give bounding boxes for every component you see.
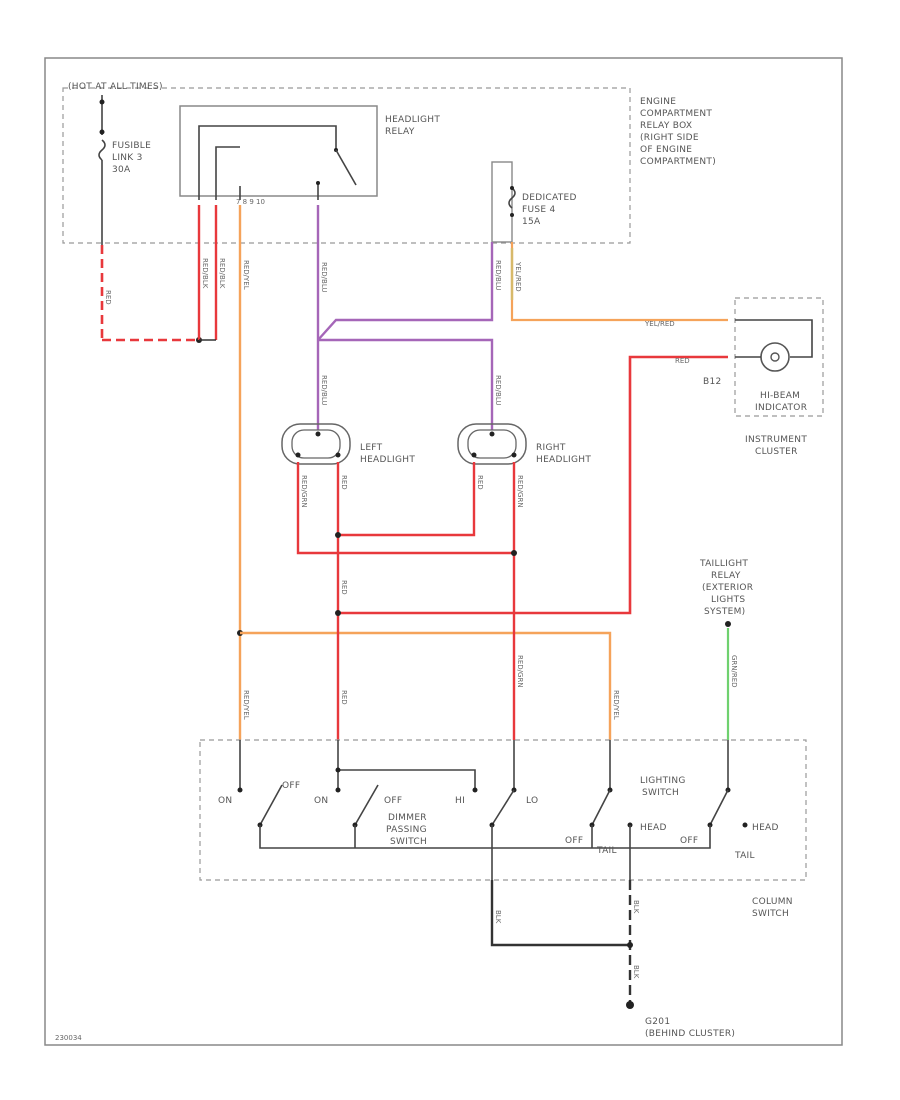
switch-hi: HI xyxy=(455,796,465,806)
hi-beam-label-2: INDICATOR xyxy=(755,403,807,413)
taillight-relay-label-1: TAILLIGHT xyxy=(699,559,748,569)
switch-lo: LO xyxy=(526,796,538,806)
right-headlight-label-1: RIGHT xyxy=(536,443,566,453)
dedicated-fuse-label-1: DEDICATED xyxy=(522,193,577,203)
switch-head-2: HEAD xyxy=(752,823,779,833)
hot-at-all-times-label: (HOT AT ALL TIMES) xyxy=(68,82,163,92)
dedicated-fuse-label-2: FUSE 4 xyxy=(522,205,556,215)
wire-label-red-cluster: RED xyxy=(675,357,690,365)
wire-label-tan: YEL/RED xyxy=(514,261,522,292)
dedicated-fuse-label-3: 15A xyxy=(522,217,541,227)
hi-beam-indicator-lamp xyxy=(760,342,790,372)
wire-red-left-low xyxy=(296,462,514,555)
connector-b12: B12 xyxy=(703,377,722,387)
switch-on-1: ON xyxy=(218,796,232,806)
wire-label-red-relay-2: RED/BLK xyxy=(218,258,226,289)
fusible-link-label-2: LINK 3 xyxy=(112,153,143,163)
figure-id: 230034 xyxy=(55,1034,82,1042)
wire-label-red-mid: RED xyxy=(340,580,348,595)
wire-label-orange-right: RED/YEL xyxy=(612,690,620,720)
fusible-link-label-1: FUSIBLE xyxy=(112,141,151,151)
headlight-relay-label-2: RELAY xyxy=(385,127,415,137)
column-switch-label-2: SWITCH xyxy=(752,909,789,919)
switch-off-1: OFF xyxy=(282,781,300,791)
switch-head-1: HEAD xyxy=(640,823,667,833)
wire-label-red-grn-lower: RED/GRN xyxy=(516,655,524,688)
wire-label-purple-right: RED/BLU xyxy=(494,375,502,406)
wire-tan-fuse xyxy=(510,242,728,322)
engine-compartment-label-3: RELAY BOX xyxy=(640,121,692,131)
switch-tail-1: TAIL xyxy=(596,846,617,856)
instrument-cluster-label-1: INSTRUMENT xyxy=(745,435,807,445)
wire-label-left-low: RED/GRN xyxy=(300,475,308,508)
wire-label-blk-3: BLK xyxy=(632,965,640,979)
switch-on-2: ON xyxy=(314,796,328,806)
wire-label-orange-lower: RED/YEL xyxy=(242,690,250,720)
taillight-relay-label-2: RELAY xyxy=(711,571,741,581)
lighting-switch-label-1: LIGHTING xyxy=(640,776,686,786)
engine-compartment-label-4: (RIGHT SIDE xyxy=(640,133,699,143)
taillight-relay-label-3: (EXTERIOR xyxy=(702,583,753,593)
outer-frame xyxy=(44,57,843,1046)
wire-label-purple-fuse: RED/BLU xyxy=(494,260,502,291)
taillight-relay-label-5: SYSTEM) xyxy=(704,607,745,617)
wire-label-green: GRN/RED xyxy=(730,655,738,688)
wire-label-right-low: RED/GRN xyxy=(516,475,524,508)
engine-compartment-label-2: COMPARTMENT xyxy=(640,109,712,119)
switch-off-4: OFF xyxy=(680,836,698,846)
relay-box-outline xyxy=(62,87,631,244)
wire-red-right-high xyxy=(338,462,476,537)
hi-beam-label-1: HI-BEAM xyxy=(760,391,800,401)
wire-purple-right xyxy=(318,338,494,430)
wire-label-yel-red: YEL/RED xyxy=(644,320,675,328)
wire-label-red-fusible: RED xyxy=(104,290,112,305)
fusible-link-label-3: 30A xyxy=(112,165,131,175)
switch-off-2: OFF xyxy=(384,796,402,806)
wire-label-blk-2: BLK xyxy=(632,900,640,914)
wire-label-purple-relay: RED/BLU xyxy=(320,262,328,293)
dimmer-passing-label-1: DIMMER xyxy=(388,813,427,823)
g201-label-1: G201 xyxy=(645,1017,670,1027)
dimmer-passing-label-2: PASSING xyxy=(386,825,427,835)
dimmer-switch-contacts xyxy=(237,740,748,880)
wire-red-cluster xyxy=(338,355,728,615)
dimmer-passing-label-3: SWITCH xyxy=(390,837,427,847)
wire-label-red-relay-1: RED/BLK xyxy=(201,258,209,289)
left-headlight-label-1: LEFT xyxy=(360,443,383,453)
switch-off-3: OFF xyxy=(565,836,583,846)
wire-label-left-high: RED xyxy=(340,475,348,490)
instrument-cluster-label-2: CLUSTER xyxy=(755,447,798,457)
right-headlight-label-2: HEADLIGHT xyxy=(536,455,591,465)
left-headlight-label-2: HEADLIGHT xyxy=(360,455,415,465)
wire-purple-to-fuse xyxy=(317,242,494,341)
left-headlight xyxy=(281,423,351,465)
lighting-switch-label-2: SWITCH xyxy=(642,788,679,798)
headlight-relay-label-1: HEADLIGHT xyxy=(385,115,440,125)
wire-label-right-high: RED xyxy=(476,475,484,490)
engine-compartment-label-5: OF ENGINE xyxy=(640,145,692,155)
wire-label-blk-1: BLK xyxy=(494,910,502,924)
switch-tail-2: TAIL xyxy=(734,851,755,861)
headlight-relay-box xyxy=(179,105,378,197)
wire-label-red-lower: RED xyxy=(340,690,348,705)
column-switch-label-1: COLUMN xyxy=(752,897,793,907)
column-switch-box xyxy=(199,739,807,881)
wire-orange-horizontal xyxy=(240,631,612,740)
wire-label-orange-relay: RED/YEL xyxy=(242,260,250,290)
taillight-relay-label-4: LIGHTS xyxy=(711,595,745,605)
g201-label-2: (BEHIND CLUSTER) xyxy=(645,1029,735,1039)
engine-compartment-label-1: ENGINE xyxy=(640,97,676,107)
right-headlight xyxy=(457,423,527,465)
engine-compartment-label-6: COMPARTMENT) xyxy=(640,157,716,167)
svg-text:7 8 9 10: 7 8 9 10 xyxy=(236,198,265,206)
wire-label-purple-left: RED/BLU xyxy=(320,375,328,406)
wire-black-ground-1 xyxy=(490,880,630,947)
